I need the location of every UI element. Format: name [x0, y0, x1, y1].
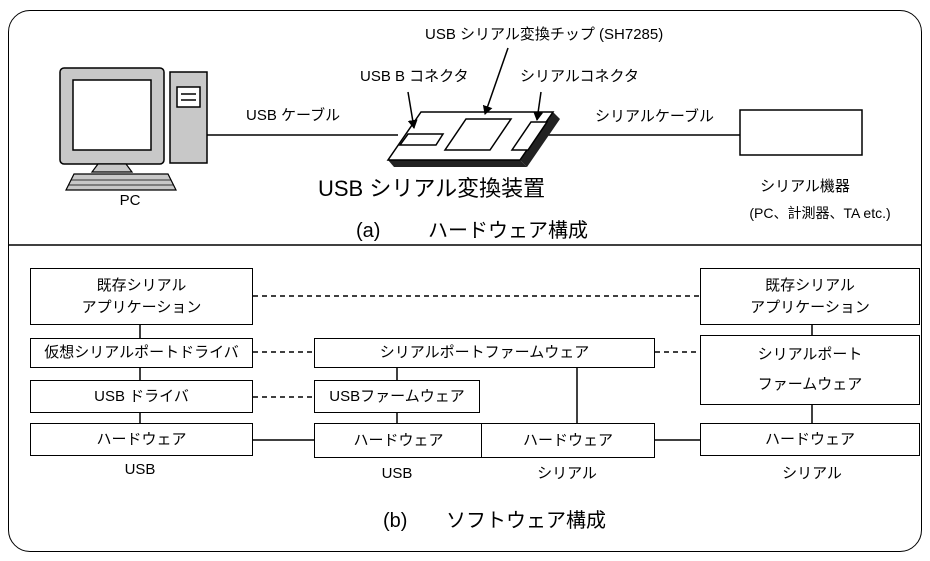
serial-connector-label: シリアルコネクタ — [520, 68, 639, 85]
usb-b-connector-arrow — [407, 91, 418, 129]
pc-tower — [169, 71, 208, 164]
box-line: 既存シリアル — [96, 276, 187, 294]
virtual-serial-driver-box: 仮想シリアルポートドライバ — [30, 338, 253, 368]
hardware-caption-text: ハードウェア構成 — [428, 220, 588, 242]
usb-b-connector-label: USB B コネクタ — [360, 68, 469, 85]
chip-arrow — [482, 47, 509, 115]
pc-monitor-screen — [72, 79, 152, 151]
converter-usb-hardware-box: ハードウェア — [314, 423, 483, 458]
software-caption-text: ソフトウェア構成 — [446, 510, 606, 532]
serial-connector-arrow — [533, 91, 544, 121]
pc-interface-label: USB — [124, 461, 156, 478]
pc-serial-application-box: 既存シリアル アプリケーション — [30, 268, 253, 325]
pc-keyboard — [65, 173, 177, 191]
device-interface-label: シリアル — [782, 465, 842, 482]
box-label: ハードウェア — [96, 430, 187, 448]
box-label: ハードウェア — [522, 431, 613, 449]
device-serial-application-box: 既存シリアル アプリケーション — [700, 268, 920, 325]
usb-firmware-box: USBファームウェア — [314, 380, 480, 413]
hardware-caption-label: (a) — [356, 220, 381, 242]
pc-drive-bay — [176, 86, 201, 108]
serial-connector — [510, 121, 549, 151]
usb-cable-label: USB ケーブル — [246, 107, 341, 124]
serial-cable-label: シリアルケーブル — [595, 108, 714, 125]
box-line: ファームウェア — [757, 376, 863, 393]
converter-board — [386, 111, 560, 167]
box-line: アプリケーション — [81, 298, 202, 316]
chip-label: USB シリアル変換チップ (SH7285) — [425, 26, 664, 43]
box-line: 既存シリアル — [765, 276, 855, 294]
device-serial-port-firmware-box: シリアルポート ファームウェア — [700, 335, 920, 405]
box-label: 仮想シリアルポートドライバ — [44, 344, 239, 361]
pc-hardware-box: ハードウェア — [30, 423, 253, 456]
box-label: USBファームウェア — [329, 387, 465, 405]
device-hardware-box: ハードウェア — [700, 423, 920, 456]
converter-serial-hardware-box: ハードウェア — [481, 423, 655, 458]
board-edge-bottom — [388, 160, 527, 167]
box-label: ハードウェア — [764, 430, 855, 448]
pc-label: PC — [119, 192, 141, 209]
serial-device-label: シリアル機器 — [760, 178, 850, 195]
box-label: ハードウェア — [353, 431, 444, 449]
converter-serial-port-firmware-box: シリアルポートファームウェア — [314, 338, 655, 368]
box-label: USB ドライバ — [94, 387, 189, 405]
software-caption-label: (b) — [383, 510, 408, 532]
diagram-frame — [8, 10, 922, 552]
device-title: USB シリアル変換装置 — [318, 176, 546, 201]
usb-driver-box: USB ドライバ — [30, 380, 253, 413]
usb-b-connector — [398, 133, 445, 146]
box-label: シリアルポートファームウェア — [379, 344, 590, 361]
serial-device-examples: (PC、計測器、TA etc.) — [749, 205, 891, 221]
box-line: アプリケーション — [750, 298, 870, 316]
converter-serial-label: シリアル — [537, 465, 597, 482]
box-line: シリアルポート — [757, 346, 863, 363]
serial-device-box — [739, 109, 863, 156]
pc-monitor-stand — [90, 163, 134, 173]
board-edge-right — [520, 112, 560, 167]
pc-icon — [59, 67, 208, 191]
converter-usb-label: USB — [381, 465, 413, 482]
usb-serial-chip — [443, 118, 513, 151]
